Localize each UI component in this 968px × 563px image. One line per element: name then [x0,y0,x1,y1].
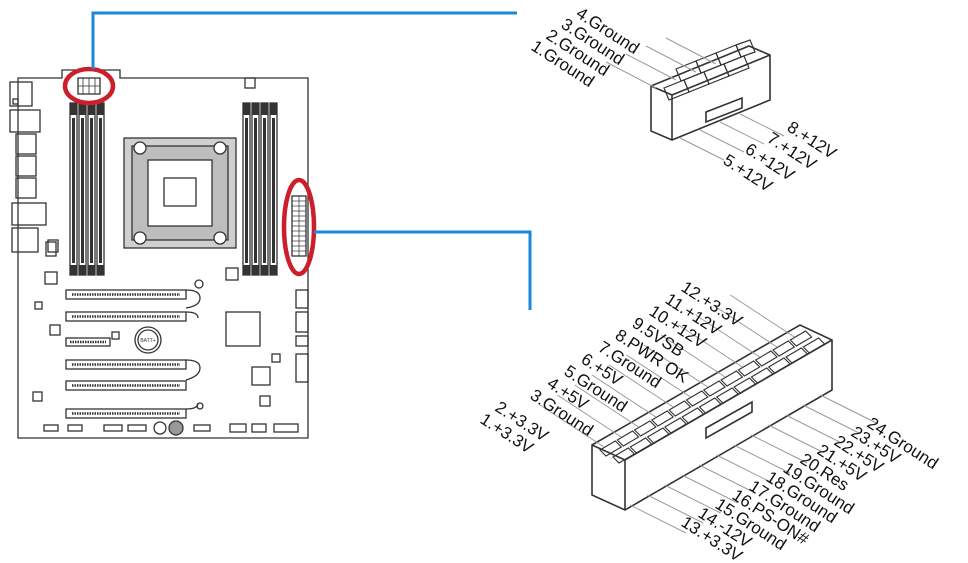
motherboard: BATT+ [9,69,309,439]
guide-line [591,374,657,418]
dimm-slots-left [69,102,105,276]
guide-line [739,113,785,137]
guide-line [678,324,743,368]
guide-line [557,394,622,438]
guide-line [574,384,639,428]
guide-line [539,404,605,448]
guide-line [679,137,725,161]
pin-cell-24pin [616,430,640,447]
guide-line [695,314,760,358]
guide-line [665,37,717,65]
atx-24pin-highlight [281,177,317,277]
pin-cell-24pin [685,390,709,407]
pin-cell-24pin [789,330,813,347]
pin-cell-24pin [664,417,688,434]
guide-line [768,424,825,454]
guide-line [626,354,691,398]
battery [134,326,162,354]
guide-line [647,494,704,524]
guide-line [716,454,773,484]
guide-line [733,444,791,474]
leader-line-24pin [314,230,532,310]
labels-24pin-bottom: 24.Ground 23.+5V 22.+5V 21.+5V 20.Res 19… [678,413,942,563]
guide-line [712,304,778,348]
pin-cell-24pin [785,347,809,364]
connector-8pin-drawing [650,39,771,141]
pin-cell-24pin [612,447,636,464]
guide-line [820,394,877,424]
dimm-slots-right [242,102,278,276]
guide-line [699,129,745,153]
guide-line [664,484,721,514]
pin-cell-24pin [681,407,705,424]
pin-cell-24pin [702,380,726,397]
pin-cell-24pin [698,397,722,414]
pin-cell-24pin [715,387,739,404]
pin-cell-24pin [750,367,774,384]
guide-line [730,294,795,338]
guide-line [605,61,657,89]
guide-line [698,464,756,494]
connector-24pin-drawing [591,324,833,511]
cpu-socket [123,137,237,249]
guide-line [802,404,860,434]
pin-cell-24pin [754,350,778,367]
guide-line [629,504,687,534]
guide-line [785,414,842,444]
battery-label: BATT+ [140,338,155,344]
pin-cell-24pin [772,340,796,357]
pin-cell-24pin [646,427,670,444]
pin-cell-24pin [651,410,675,427]
pin-cell-24pin [633,420,657,437]
pin-cell-24pin [668,400,692,417]
guide-line [660,334,726,378]
labels-8pin-left: 4.Ground 3.Ground 2.Ground 1.Ground [528,3,643,91]
cpu-power-highlight [62,66,116,106]
pin-cell-24pin [599,440,623,457]
guide-line [681,474,739,504]
leader-line-8pin [91,11,517,69]
pin-cell-24pin [720,370,744,387]
labels-8pin-right: 8.+12V 7.+12V 6.+12V 5.+12V [720,117,840,196]
bottom-headers [43,420,299,436]
pin-cell-24pin [629,437,653,454]
guide-line [750,434,808,464]
guide-line [645,45,697,73]
rear-io-panel [9,81,57,257]
guide-line [608,364,674,408]
pin-cell-24pin [802,337,826,354]
guide-line [643,344,709,388]
guide-line [719,121,765,145]
guide-line [625,53,677,81]
pcie-slots [65,279,204,419]
pin-cell-24pin [737,360,761,377]
pin-cell-24pin [733,377,757,394]
pin-cell-24pin [767,357,791,374]
